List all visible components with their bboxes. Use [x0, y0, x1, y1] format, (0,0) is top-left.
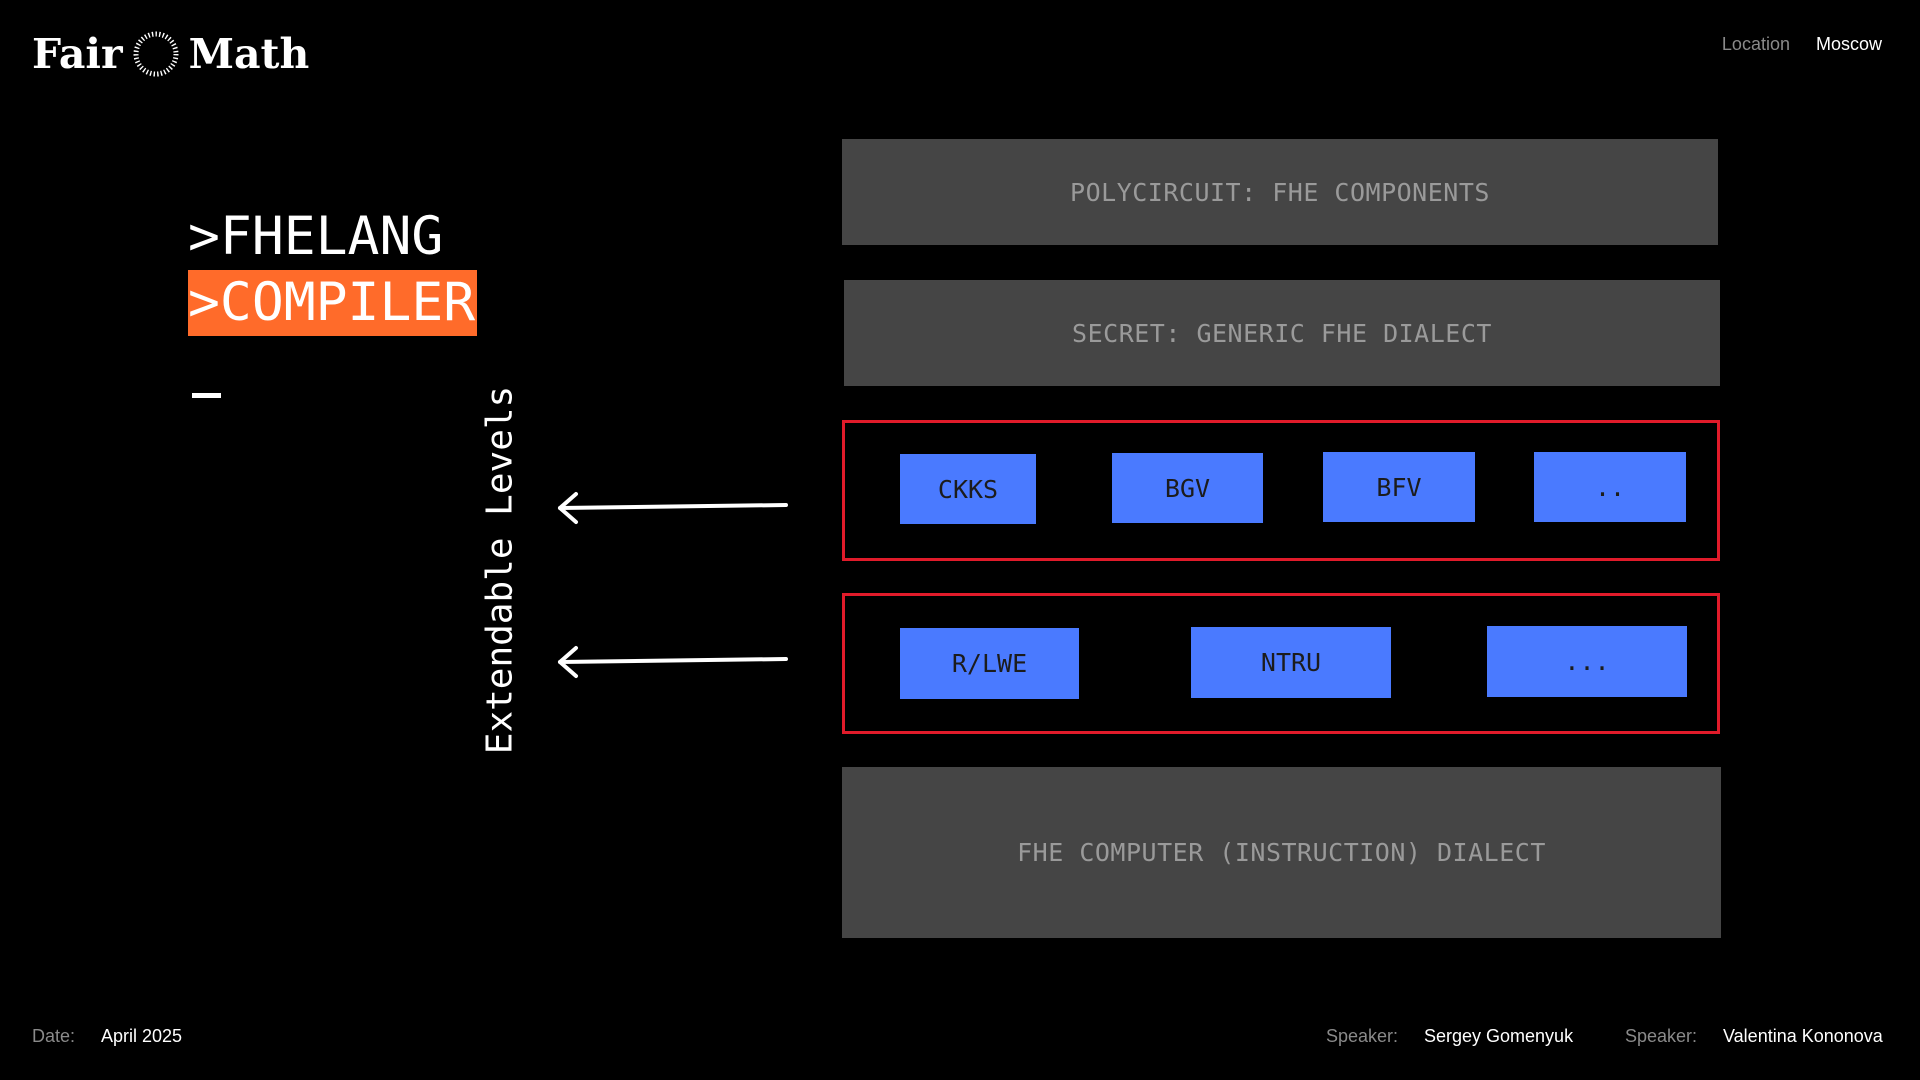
hardness-chip-label: R/LWE: [951, 649, 1028, 678]
hardness-frame: [842, 593, 1720, 734]
scheme-chip-label: BGV: [1164, 473, 1211, 503]
terminal-cursor: [192, 393, 221, 398]
date-label: Date:: [32, 1026, 76, 1046]
extendable-levels-text: Extendable Levels: [479, 385, 521, 755]
terminal-line-compiler: >COMPILER: [188, 270, 478, 336]
speaker-label: Speaker:: [1625, 1026, 1698, 1046]
layer-secret-label: SECRET: GENERIC FHE DIALECT: [1072, 318, 1492, 348]
hardness-chip: NTRU: [1191, 627, 1391, 698]
layer-secret: SECRET: GENERIC FHE DIALECT: [844, 280, 1720, 386]
layer-fhe-computer-label: FHE COMPUTER (INSTRUCTION) DIALECT: [1017, 838, 1546, 867]
arrow-left-icon: [558, 646, 788, 678]
scheme-chip-label: ..: [1594, 472, 1626, 502]
terminal-line-fhelang: >FHELANG: [188, 206, 444, 267]
location-value: Moscow: [1815, 34, 1882, 54]
terminal-title: >FHELANG >COMPILER: [188, 204, 478, 336]
hardness-chip-label: ...: [1564, 647, 1610, 676]
logo-word-left: Fair: [32, 30, 123, 78]
date-value: April 2025: [101, 1026, 183, 1046]
scheme-chip-label: BFV: [1376, 472, 1422, 502]
layer-polycircuit-label: POLYCIRCUIT: FHE COMPONENTS: [1070, 177, 1490, 207]
speaker-name: Sergey Gomenyuk: [1424, 1026, 1574, 1046]
layer-fhe-computer: FHE COMPUTER (INSTRUCTION) DIALECT: [842, 767, 1721, 938]
speaker-name: Valentina Kononova: [1723, 1026, 1883, 1046]
location-label: Location: [1721, 34, 1790, 54]
arrow-left-icon: [558, 492, 788, 524]
scheme-chip: ..: [1534, 452, 1686, 522]
layer-polycircuit: POLYCIRCUIT: FHE COMPONENTS: [842, 139, 1718, 245]
scheme-chip: BFV: [1323, 452, 1475, 522]
scheme-chip-label: CKKS: [937, 474, 999, 504]
dotted-ring-icon: [133, 31, 179, 77]
location-info: Location Moscow: [1722, 34, 1882, 55]
logo-word-right: Math: [188, 30, 310, 78]
speaker-label: Speaker:: [1326, 1026, 1399, 1046]
schemes-frame: [842, 420, 1720, 561]
brand-logo: Fair Math: [32, 26, 309, 82]
hardness-chip: R/LWE: [900, 628, 1079, 699]
scheme-chip: BGV: [1112, 453, 1263, 523]
hardness-chip: ...: [1487, 626, 1687, 697]
hardness-chip-label: NTRU: [1260, 648, 1322, 677]
scheme-chip: CKKS: [900, 454, 1036, 524]
